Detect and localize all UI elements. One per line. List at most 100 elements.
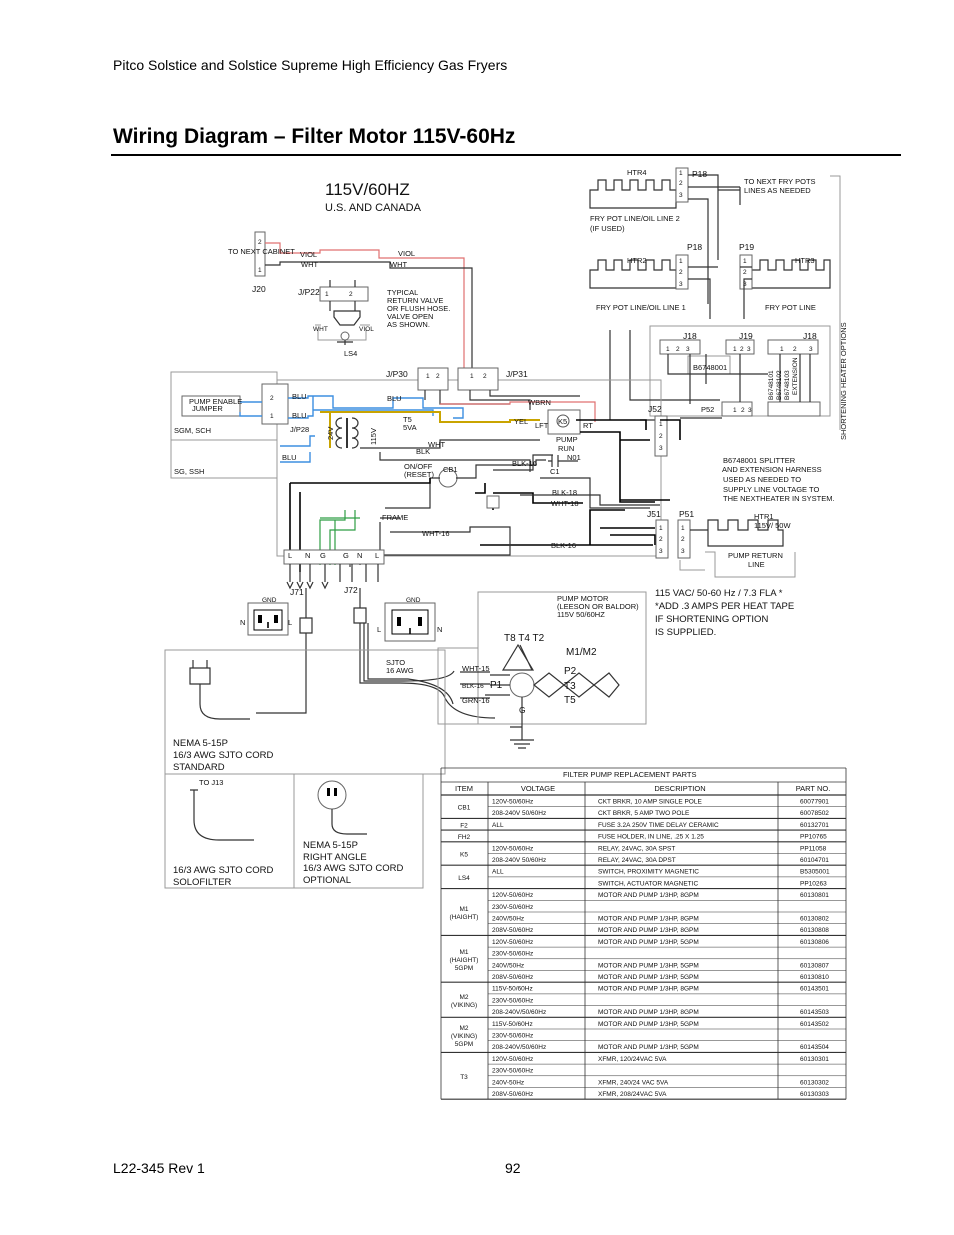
pin-7: 2 — [743, 269, 747, 276]
label-g-motor: G — [519, 705, 526, 715]
pump-motor — [437, 591, 647, 749]
label-nema_std1: NEMA 5-15P — [173, 738, 228, 749]
label-pump_motor: PUMP MOTOR — [557, 594, 609, 603]
label-n-b: N — [437, 625, 442, 634]
table-cell-description: MOTOR AND PUMP 1/3HP, 5GPM — [598, 1021, 699, 1028]
return-valve-section — [254, 231, 473, 368]
label-pump_enable: PUMP ENABLE — [189, 397, 242, 406]
table-cell-voltage: 208-240V 50/60Hz — [492, 810, 546, 817]
pin-31: 3 — [747, 346, 751, 353]
table-cell-item: FH2 — [458, 834, 471, 841]
pin-38: 2 — [258, 239, 262, 246]
label-blu-3: BLU — [387, 394, 402, 403]
page-title: Wiring Diagram – Filter Motor 115V-60Hz — [113, 125, 516, 148]
table-cell-part: 60130807 — [800, 962, 829, 969]
table-cell-item: T3 — [460, 1074, 468, 1081]
table-header-0: ITEM — [455, 784, 473, 793]
table-cell-voltage: 208V-50/60Hz — [492, 1091, 533, 1098]
label-flush_hose: OR FLUSH HOSE. — [387, 304, 450, 313]
pin-20: 1 — [659, 525, 663, 532]
table-cell-part: PP11058 — [800, 845, 827, 852]
label-to_next_cabinet: TO NEXT CABINET — [228, 247, 295, 256]
table-cell-part: 60078502 — [800, 810, 829, 817]
pin-37: 3 — [748, 407, 752, 414]
label-j18: J18 — [683, 331, 697, 341]
table-cell-part: 60143501 — [800, 986, 829, 993]
label-c1: C1 — [550, 467, 560, 476]
table-cell-part: PP10263 — [800, 880, 827, 887]
pin-34: 3 — [809, 346, 813, 353]
label-blk16: BLK-16 — [512, 459, 537, 468]
table-cell-voltage: 208V-50/60Hz — [492, 974, 533, 981]
label-lft: LFT — [535, 421, 549, 430]
label-j20: J20 — [252, 284, 266, 294]
label-sgm_sch: SGM, SCH — [174, 426, 211, 435]
table-cell-description: MOTOR AND PUMP 1/3HP, 5GPM — [598, 962, 699, 969]
table-cell-description: MOTOR AND PUMP 1/3HP, 8GPM — [598, 986, 699, 993]
label-viol: VIOL — [300, 250, 317, 259]
label-t3: T3 — [564, 681, 576, 692]
pin-1: 2 — [679, 180, 683, 187]
table-cell-description: MOTOR AND PUMP 1/3HP, 5GPM — [598, 939, 699, 946]
label-m1m2: M1/M2 — [566, 647, 597, 658]
table-cell-description: MOTOR AND PUMP 1/3HP, 5GPM — [598, 1044, 699, 1051]
pin-18: 2 — [659, 433, 663, 440]
label-viol-b: VIOL — [398, 249, 415, 258]
label-awg16: 16 AWG — [386, 666, 414, 675]
pin-9: 1 — [325, 291, 329, 298]
heater-strips — [589, 167, 841, 430]
label-b6748101: B6748101 — [768, 370, 775, 400]
table-cell-voltage: 240V-50Hz — [492, 1079, 524, 1086]
label-htr4: HTR4 — [627, 168, 647, 177]
label-p1: P1 — [490, 680, 503, 691]
pin-27: 2 — [676, 346, 680, 353]
table-cell-description: MOTOR AND PUMP 1/3HP, 8GPM — [598, 916, 699, 923]
table-cell-description: FUSE 3.2A 250V TIME DELAY CERAMIC — [598, 822, 719, 829]
table-cell-item: CB1 — [458, 805, 471, 812]
label-shortening: SHORTENING HEATER OPTIONS — [839, 322, 848, 440]
table-cell-part: 60130303 — [800, 1091, 829, 1098]
label-to_j13: TO J13 — [199, 778, 223, 787]
label-supply: SUPPLY LINE VOLTAGE TO — [723, 485, 819, 494]
pin-11: 1 — [426, 373, 430, 380]
table-header-3: PART NO. — [796, 784, 831, 793]
label-wht-d: WHT — [313, 326, 328, 333]
table-cell-voltage: 230V-50/60Hz — [492, 997, 533, 1004]
label-pump_return: PUMP RETURN — [728, 551, 783, 560]
label-term-0: L — [288, 551, 292, 560]
table-cell-description: SWITCH, ACTUATOR MAGNETIC — [598, 880, 698, 887]
pin-29: 1 — [733, 346, 737, 353]
label-blk16-b: BLK-16 — [551, 541, 576, 550]
label-fry_line2: FRY POT LINE/OIL LINE 2 — [590, 214, 680, 223]
label-b6748103: B6748103 — [784, 370, 791, 400]
table-header-1: VOLTAGE — [521, 784, 555, 793]
label-sjto: SJTO — [386, 658, 405, 667]
table-cell-part: 60104701 — [800, 857, 829, 864]
label-return_valve: RETURN VALVE — [387, 296, 443, 305]
table-cell-voltage: 230V-50/60Hz — [492, 1033, 533, 1040]
pin-28: 3 — [686, 346, 690, 353]
table-cell-description: MOTOR AND PUMP 1/3HP, 8GPM — [598, 892, 699, 899]
label-term-3: G — [343, 551, 349, 560]
table-cell-description: MOTOR AND PUMP 1/3HP, 8GPM — [598, 1009, 699, 1016]
pin-3: 1 — [679, 258, 683, 265]
label-htr2: HTR2 — [627, 256, 647, 265]
table-cell-voltage: 208-240V 50/60Hz — [492, 857, 546, 864]
label-motor_rating: 115V 50/60HZ — [557, 610, 605, 619]
label-supplied: IS SUPPLIED. — [655, 627, 716, 638]
label-blk18: BLK-18 — [552, 488, 577, 497]
pin-17: 1 — [659, 421, 663, 428]
pin-5: 3 — [679, 281, 683, 288]
table-cell-description: XFMR, 120/24VAC 5VA — [598, 1056, 667, 1063]
label-wht-b: WHT — [428, 440, 445, 449]
label-fla: 115 VAC/ 50-60 Hz / 7.3 FLA * — [655, 588, 783, 599]
table-cell-voltage: 120V-50/60Hz — [492, 939, 533, 946]
label-wht: WHT — [301, 260, 318, 269]
label-jp30: J/P30 — [386, 369, 408, 379]
label-n01: N01 — [567, 453, 581, 462]
table-cell-item: LS4 — [458, 875, 470, 882]
table-cell-voltage: ALL — [492, 869, 504, 876]
pin-15: 2 — [270, 395, 274, 402]
label-leeson: (LEESON OR BALDOR) — [557, 602, 639, 611]
